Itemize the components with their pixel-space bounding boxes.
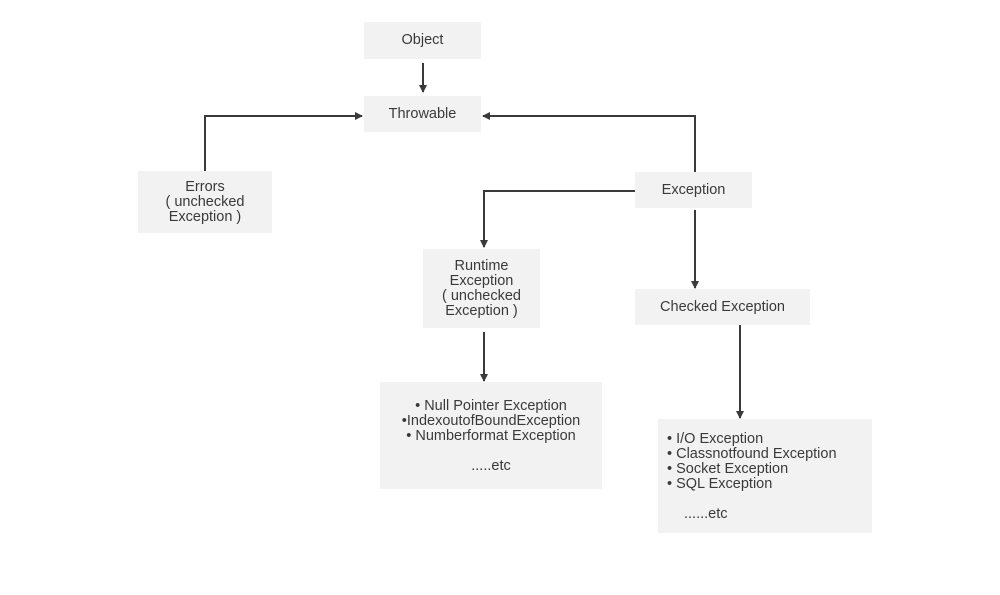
- node-runtime-exception: Runtime Exception ( unchecked Exception …: [423, 249, 540, 328]
- node-errors: Errors ( unchecked Exception ): [138, 171, 272, 233]
- edge-exception-to-runtime: [480, 190, 635, 248]
- node-runtime-line-4: Exception ): [445, 302, 518, 319]
- node-runtime-line-2: Exception: [449, 272, 514, 289]
- node-errors-line-2: ( unchecked: [165, 193, 245, 210]
- node-object-label: Object: [401, 32, 444, 48]
- checked-examples-etc: ......etc: [684, 506, 728, 522]
- edge-exception-to-throwable: [482, 112, 696, 172]
- node-checked-examples: • I/O Exception • Classnotfound Exceptio…: [658, 419, 872, 533]
- node-object: Object: [364, 22, 481, 59]
- list-item: • Socket Exception: [667, 461, 789, 477]
- node-runtime-line-3: ( unchecked: [442, 287, 521, 304]
- node-runtime-examples: • Null Pointer Exception •IndexoutofBoun…: [380, 382, 602, 489]
- list-item: • Classnotfound Exception: [667, 446, 837, 462]
- node-errors-line-3: Exception ): [168, 208, 242, 225]
- list-item: •IndexoutofBoundException: [401, 413, 581, 429]
- node-throwable-label: Throwable: [388, 105, 457, 122]
- runtime-examples-etc: .....etc: [471, 458, 511, 474]
- checked-examples-list: • I/O Exception • Classnotfound Exceptio…: [667, 432, 837, 492]
- edge-errors-to-throwable: [204, 112, 363, 171]
- node-exception: Exception: [635, 172, 752, 208]
- node-checked-label: Checked Exception: [660, 298, 785, 315]
- node-checked-exception: Checked Exception: [635, 289, 810, 325]
- list-item: • SQL Exception: [667, 476, 773, 492]
- list-item: • Null Pointer Exception: [415, 398, 567, 414]
- node-exception-label: Exception: [661, 181, 726, 198]
- node-throwable: Throwable: [364, 96, 481, 132]
- node-runtime-line-1: Runtime: [454, 257, 509, 274]
- runtime-examples-list: • Null Pointer Exception •IndexoutofBoun…: [402, 399, 580, 444]
- node-errors-line-1: Errors: [185, 178, 225, 195]
- list-item: • I/O Exception: [667, 431, 764, 447]
- list-item: • Numberformat Exception: [406, 428, 576, 444]
